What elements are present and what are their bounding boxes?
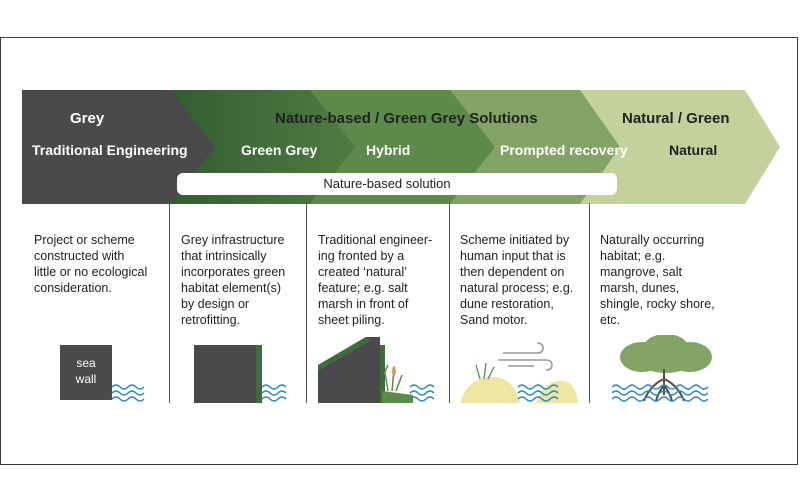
dune-grass-icon <box>475 362 495 380</box>
column-divider <box>169 203 170 403</box>
grey-arrow <box>22 90 215 204</box>
svg-text:wall: wall <box>75 372 97 386</box>
water-waves-icon <box>409 384 435 402</box>
nature-based-solution-label: Nature-based solution <box>323 176 451 191</box>
seawall-illustration: sea wall <box>60 345 145 402</box>
water-waves-icon <box>111 384 145 402</box>
dune-restoration-illustration <box>460 342 578 403</box>
natural-label: Natural <box>669 142 718 158</box>
hybrid-description: Traditional engineer-ing fronted by a cr… <box>318 233 433 327</box>
mangrove-tree-icon <box>620 335 712 373</box>
traditional-engineering-label: Traditional Engineering <box>32 142 188 158</box>
prompted-recovery-label: Prompted recovery <box>500 142 628 158</box>
wind-icon <box>498 342 553 371</box>
column-divider <box>449 203 450 403</box>
nature-based-solution-bar <box>177 173 617 195</box>
water-waves-icon <box>612 384 709 402</box>
water-waves-icon <box>517 384 559 402</box>
nature-based-green-grey-title: Nature-based / Green Grey Solutions <box>275 110 538 127</box>
svg-text:sea: sea <box>76 356 96 370</box>
grey-title: Grey <box>70 110 105 127</box>
column-divider <box>589 203 590 403</box>
green-grey-label: Green Grey <box>241 142 318 158</box>
green-grey-wall-illustration <box>194 345 287 403</box>
mangrove-illustration <box>612 335 712 402</box>
hybrid-label: Hybrid <box>366 142 411 158</box>
column-divider <box>306 203 307 403</box>
hybrid-saltmarsh-illustration <box>318 337 435 403</box>
natural-green-title: Natural / Green <box>622 110 730 127</box>
water-waves-icon <box>261 384 287 402</box>
